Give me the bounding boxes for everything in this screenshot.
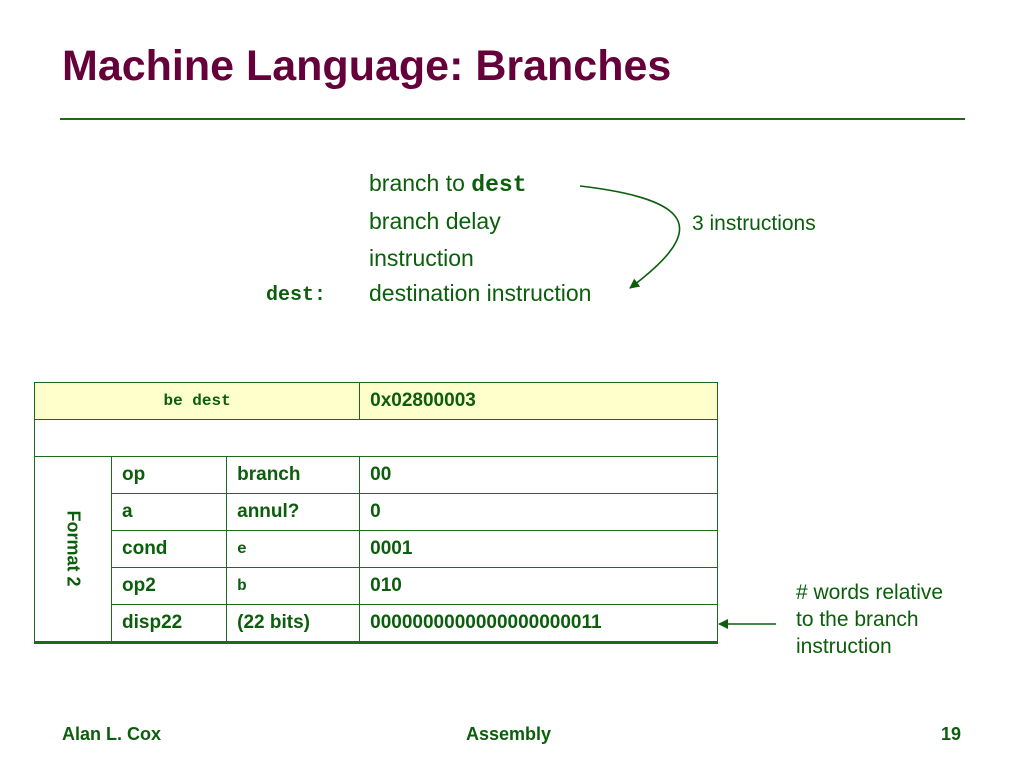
meaning-cell: branch — [226, 456, 361, 494]
table-row: op2 b 010 — [35, 567, 718, 605]
delay-line-1: branch delay — [369, 208, 501, 234]
meaning-cell: e — [226, 530, 361, 568]
field-cell: cond — [111, 530, 228, 568]
table-spacer-row — [34, 419, 718, 457]
hex-cell: 0x02800003 — [359, 382, 718, 420]
table-row: a annul? 0 — [35, 493, 718, 531]
spacer-cell — [34, 419, 718, 457]
table-row: disp22 (22 bits) 0000000000000000000011 — [35, 604, 718, 643]
instruction-cell: be dest — [33, 382, 361, 420]
dest-label: dest: — [266, 284, 327, 307]
disp-note: # words relative to the branch instructi… — [796, 579, 943, 660]
footer-page-number: 19 — [941, 724, 962, 744]
branch-target: dest — [471, 172, 527, 198]
footer-topic: Assembly — [466, 724, 552, 744]
slide-title: Machine Language: Branches — [62, 42, 672, 90]
field-cell: a — [111, 493, 228, 531]
delay-line-2: instruction — [369, 245, 474, 271]
meaning-cell: (22 bits) — [226, 604, 361, 643]
table-row: Format 2 op branch 00 — [33, 456, 718, 643]
field-cell: disp22 — [111, 604, 228, 643]
field-cell: op — [111, 456, 228, 494]
title-divider — [60, 118, 965, 120]
disp-note-line: to the branch — [796, 608, 919, 631]
encoding-table: be dest 0x02800003 Format 2 op branch 00… — [33, 382, 718, 644]
dest-text: destination instruction — [369, 280, 592, 306]
bits-cell: 00 — [359, 456, 718, 494]
field-cell: op2 — [111, 567, 228, 605]
meaning-cell: b — [226, 567, 361, 605]
footer-author: Alan L. Cox — [62, 724, 162, 744]
table-row: cond e 0001 — [35, 530, 718, 568]
three-instructions-note: 3 instructions — [692, 212, 816, 235]
bits-cell: 010 — [359, 567, 718, 605]
disp-note-line: # words relative — [796, 581, 944, 604]
branch-prefix: branch to — [369, 170, 472, 196]
format-label: Format 2 — [63, 510, 84, 587]
branch-line: branch to dest — [369, 170, 527, 198]
bits-cell: 0 — [359, 493, 718, 531]
branch-arrow — [579, 185, 681, 289]
table-header-row: be dest 0x02800003 — [33, 382, 718, 420]
disp-note-line: instruction — [796, 635, 892, 658]
format-cell: Format 2 — [33, 456, 113, 643]
meaning-cell: annul? — [226, 493, 361, 531]
bits-cell: 0000000000000000000011 — [359, 604, 718, 643]
bits-cell: 0001 — [359, 530, 718, 568]
